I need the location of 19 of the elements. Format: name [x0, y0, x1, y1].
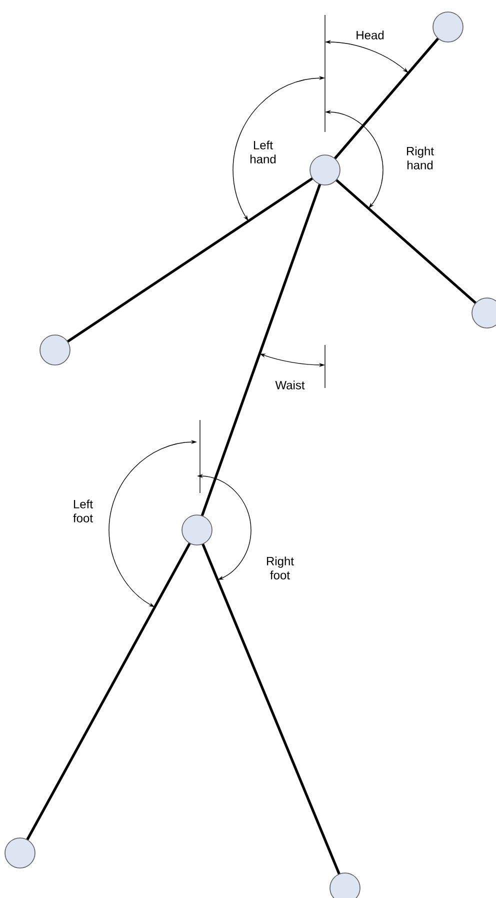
angle-label: Waist — [275, 380, 305, 390]
joint-circle — [40, 334, 70, 366]
limb-line — [336, 179, 476, 304]
angle-label: Left hand — [250, 140, 276, 164]
limb-line — [26, 542, 191, 840]
limb-line — [334, 38, 440, 160]
joint-circle — [310, 154, 340, 186]
joint-circle — [432, 12, 464, 42]
angle-label: Left foot — [73, 500, 93, 522]
angle-label: Head — [356, 30, 384, 40]
limb-line — [66, 177, 314, 343]
limb-line — [202, 544, 340, 874]
joint-circle — [330, 872, 360, 898]
joint-circle — [182, 514, 212, 546]
joint-circle — [472, 298, 496, 328]
angle-label: Right hand — [406, 146, 434, 170]
angle-label: Right foot — [266, 556, 294, 580]
limb-line — [200, 184, 322, 516]
joint-circle — [4, 838, 36, 868]
